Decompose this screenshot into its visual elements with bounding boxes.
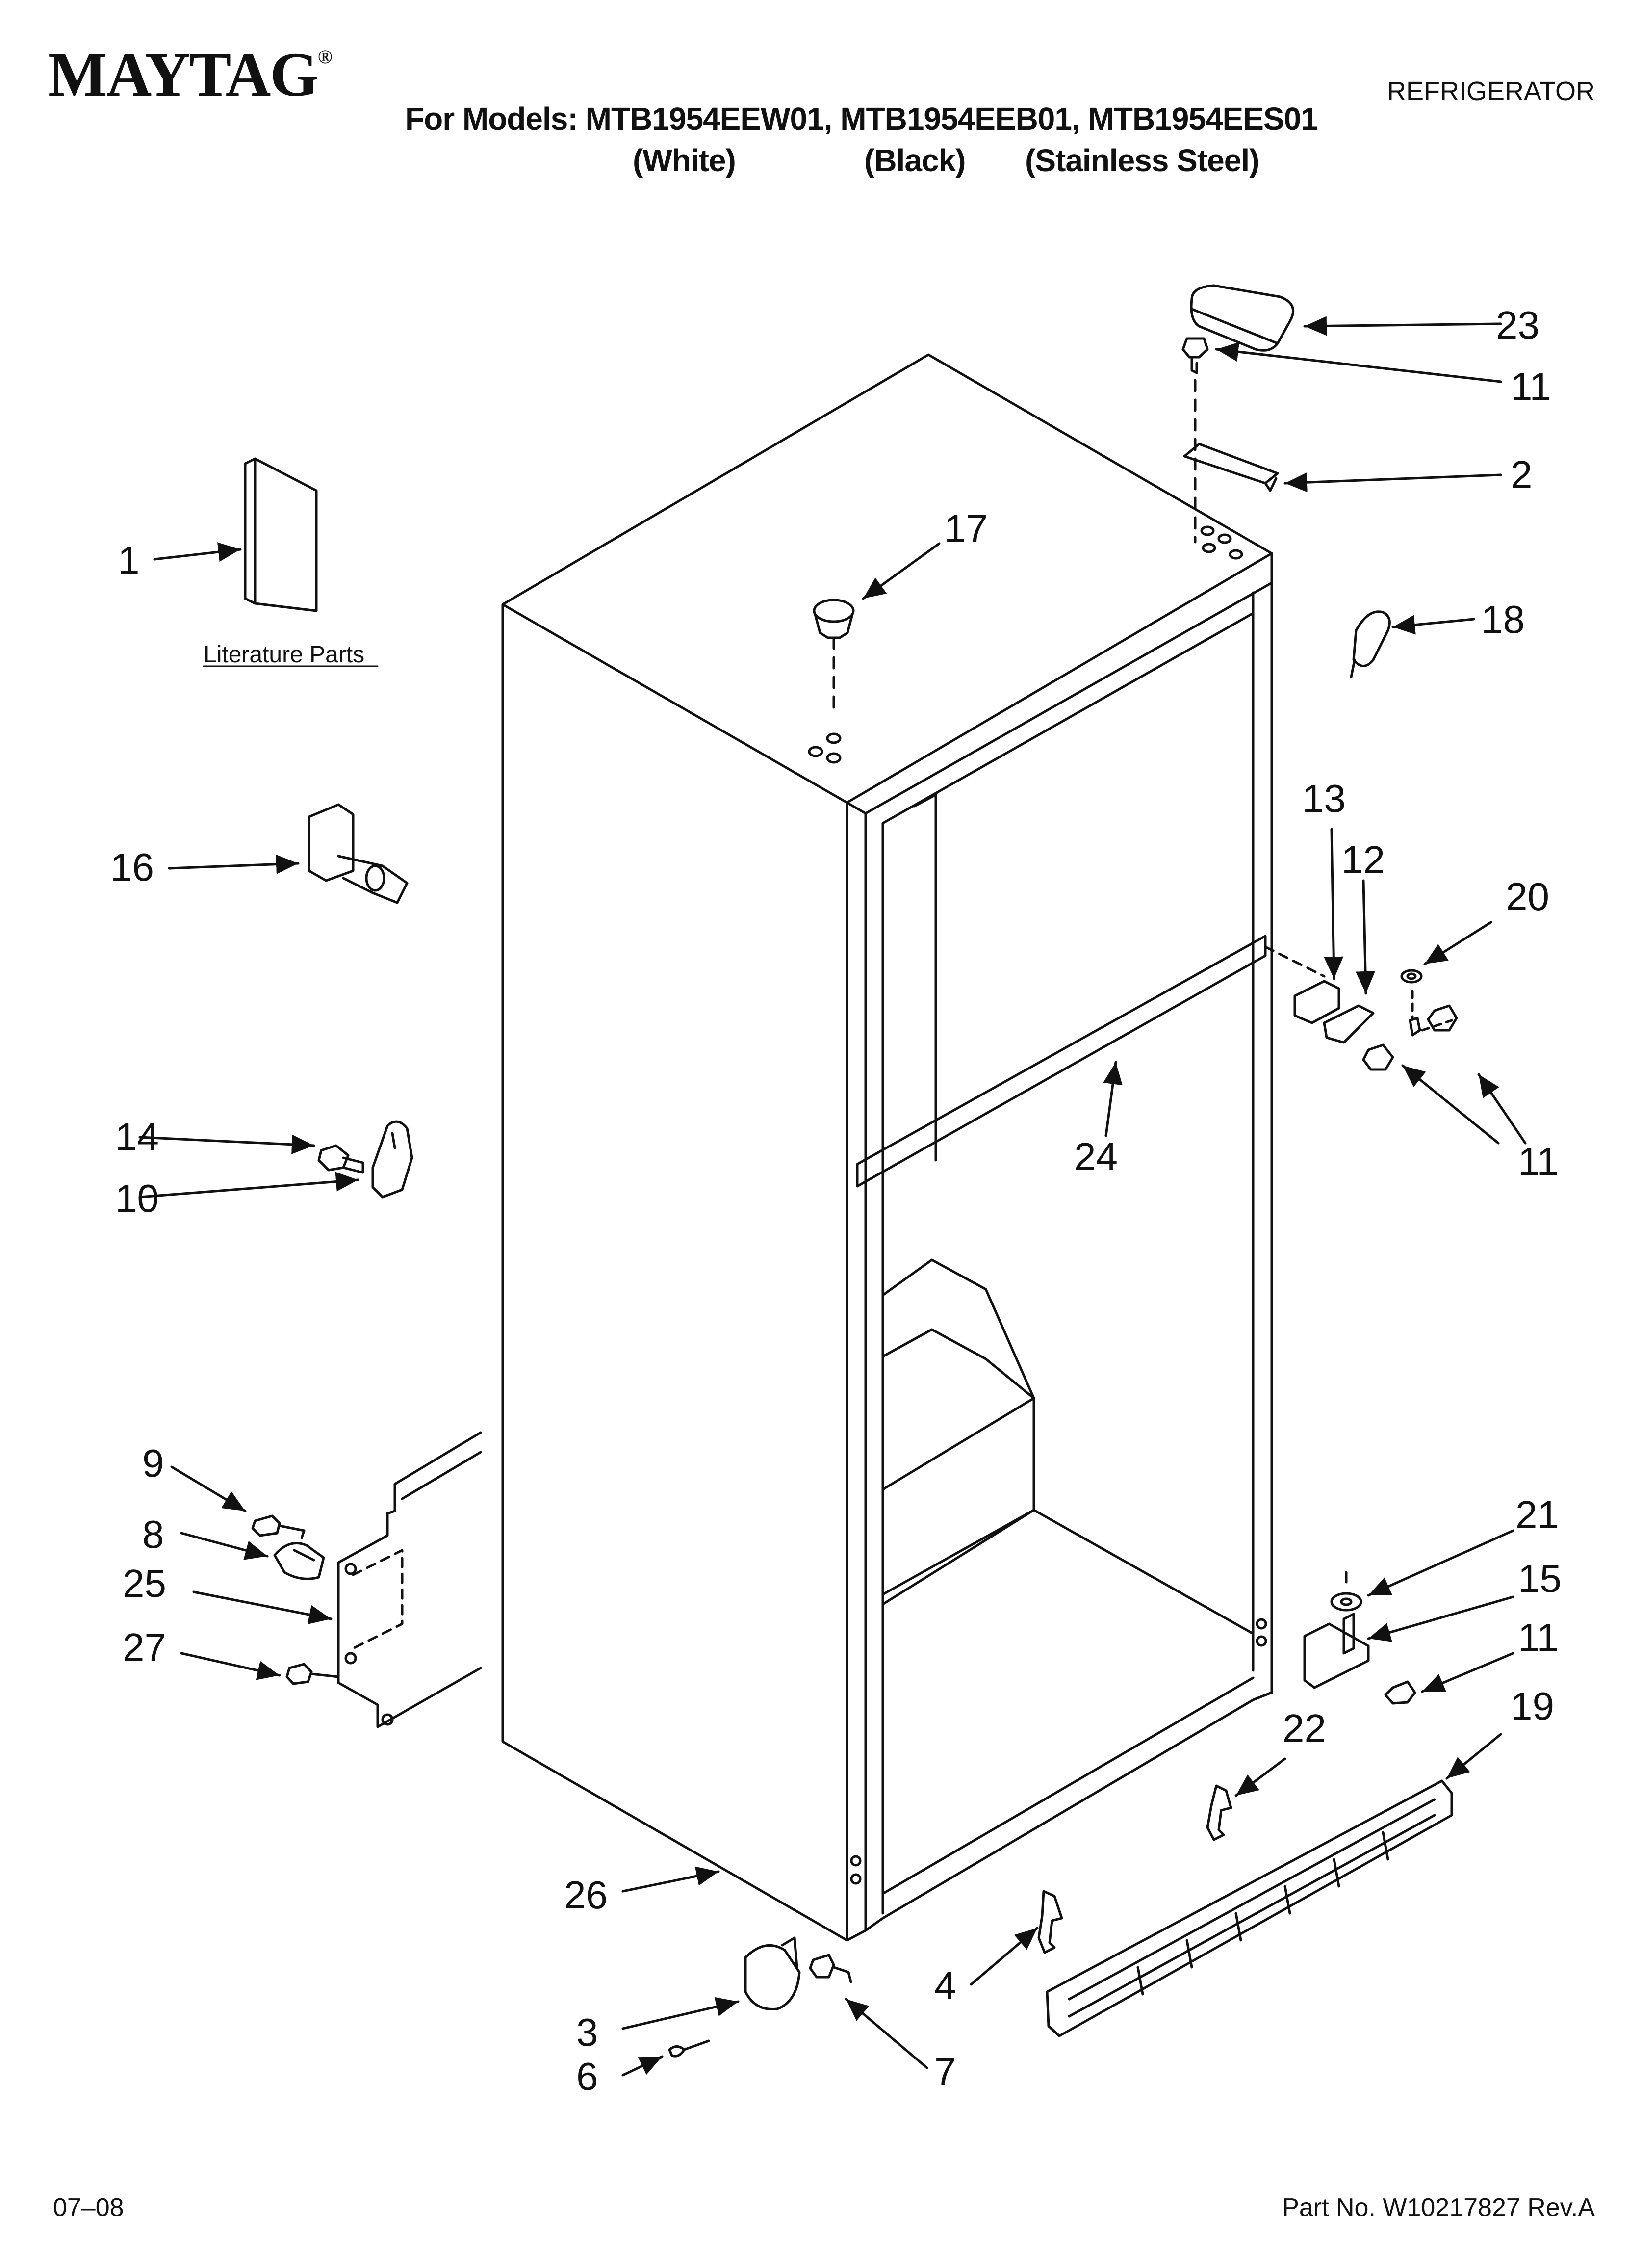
variant-white: (White) <box>633 143 736 178</box>
callout-16: 16 <box>110 845 154 889</box>
callout-27: 27 <box>123 1625 166 1669</box>
callout-24: 24 <box>1074 1135 1118 1178</box>
literature-part <box>244 457 318 612</box>
callout-3: 3 <box>576 2010 598 2054</box>
product-category: REFRIGERATOR <box>1386 77 1595 106</box>
callout-8: 8 <box>142 1512 164 1556</box>
top-hinge <box>1183 443 1279 492</box>
screw-and-bracket-14-10 <box>317 1120 413 1199</box>
kick-plate-clip-4 <box>1037 1890 1063 1954</box>
part-number: Part No. W10217827 Rev.A <box>1282 2193 1595 2222</box>
kick-plate-grille <box>1046 1779 1453 2037</box>
revision-date: 07–08 <box>53 2193 124 2222</box>
callout-21: 21 <box>1515 1493 1559 1537</box>
callout-12: 12 <box>1341 838 1385 882</box>
hinge-cover-part-18 <box>1350 610 1391 678</box>
callout-17: 17 <box>944 507 988 550</box>
callout-14: 14 <box>115 1115 159 1159</box>
refrigerator-cabinet <box>501 353 1273 1942</box>
models-line: For Models:MTB1954EEW01, MTB1954EEB01, M… <box>405 101 1318 137</box>
screw-top-hinge <box>1181 337 1209 544</box>
callout-1: 1 <box>118 539 140 582</box>
callout-10: 10 <box>115 1176 159 1220</box>
callout-11-bottom: 11 <box>1518 1616 1559 1659</box>
rear-bracket-assembly <box>251 1431 482 1728</box>
callout-15: 15 <box>1518 1557 1562 1600</box>
callout-19: 19 <box>1511 1684 1554 1728</box>
callout-4: 4 <box>934 1964 956 2007</box>
plug-top <box>813 599 855 713</box>
callout-labels: 1 Literature Parts 2 3 4 6 7 8 9 10 11 1… <box>110 303 1562 2098</box>
callout-13: 13 <box>1302 777 1346 820</box>
door-stop-part-16 <box>308 803 409 904</box>
callout-11-top: 11 <box>1511 365 1551 408</box>
callout-9: 9 <box>142 1441 164 1485</box>
literature-parts-label: Literature Parts <box>204 642 364 668</box>
callout-7: 7 <box>934 2050 956 2093</box>
callout-22: 22 <box>1283 1706 1326 1750</box>
callout-2: 2 <box>1511 453 1533 496</box>
callout-18: 18 <box>1481 598 1525 641</box>
callout-25: 25 <box>123 1562 166 1605</box>
models-list: MTB1954EEW01, MTB1954EEB01, MTB1954EES01 <box>585 101 1318 136</box>
callout-20: 20 <box>1506 875 1549 918</box>
kick-plate-clip-22 <box>1206 1784 1232 1841</box>
variant-stainless: (Stainless Steel) <box>1025 143 1259 178</box>
divider-rail <box>856 935 1267 1188</box>
callout-23: 23 <box>1496 303 1539 347</box>
bottom-hinge-assembly <box>1303 1571 1416 1705</box>
callout-26: 26 <box>564 1873 608 1917</box>
brand-logo: MAYTAG® <box>48 40 333 109</box>
models-label: For Models: <box>405 101 578 136</box>
center-hinge-assembly <box>1264 945 1458 1071</box>
callout-11-center: 11 <box>1518 1140 1559 1183</box>
variant-black: (Black) <box>864 143 966 178</box>
leader-lines <box>138 316 1527 2077</box>
callout-6: 6 <box>576 2055 598 2098</box>
hinge-cover-top <box>1190 284 1295 352</box>
lower-hinge-bracket <box>668 1936 852 2058</box>
